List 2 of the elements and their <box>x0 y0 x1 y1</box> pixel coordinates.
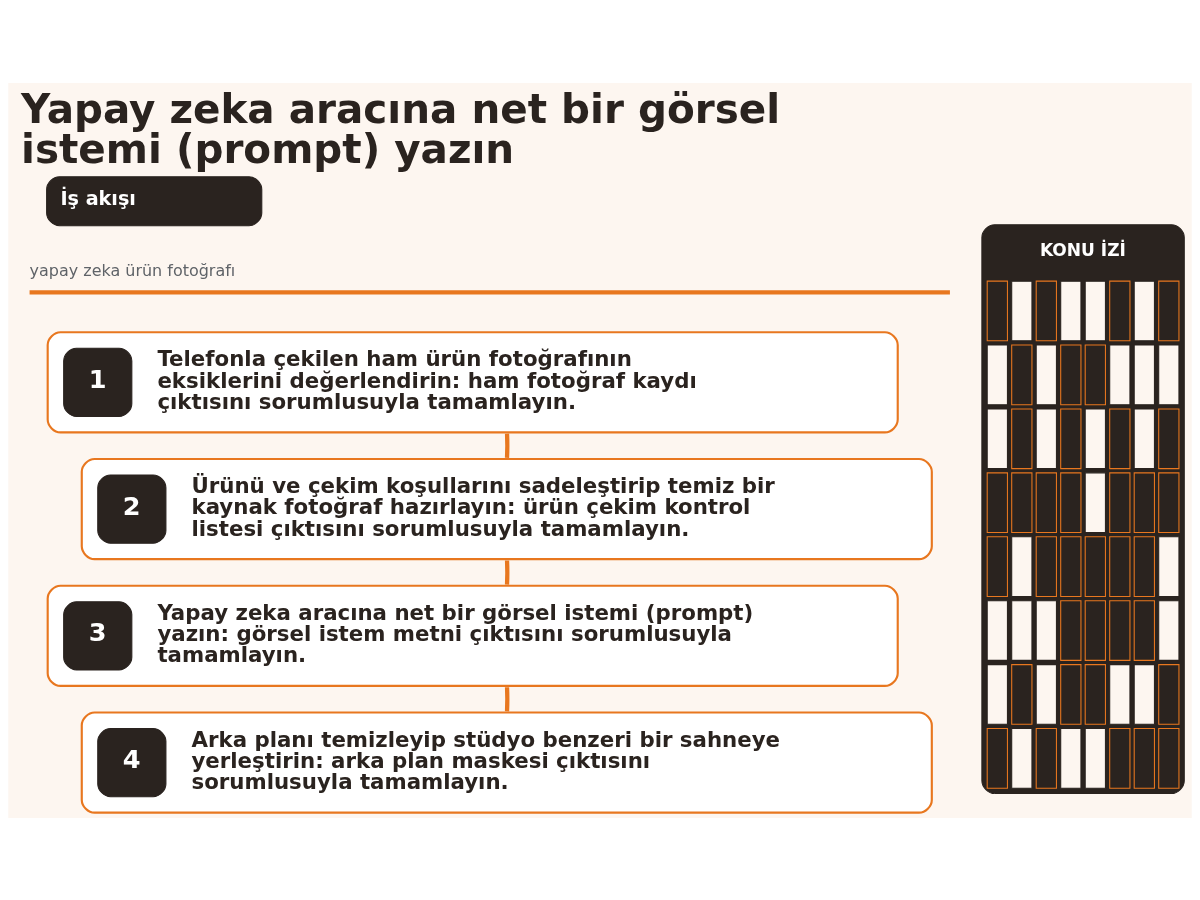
diagram-title: Yapay zeka aracına net bir görsel istemi (prompt) yazın <box>21 84 781 173</box>
label: yapay zeka ürün fotoğrafı <box>29 260 236 280</box>
